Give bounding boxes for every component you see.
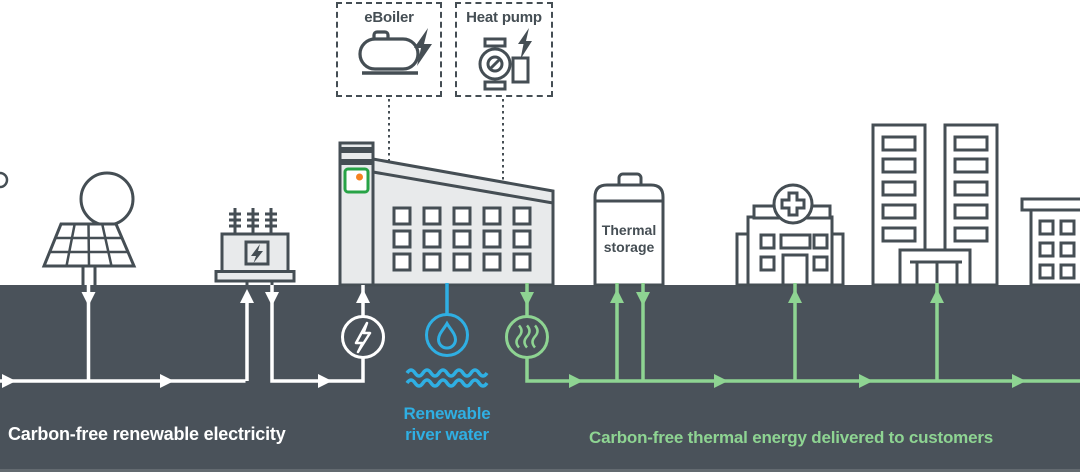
river-water-flow-label: Renewable river water: [384, 403, 510, 445]
plant-indicator-panel: [343, 167, 370, 194]
river-water-label-line1: Renewable: [403, 404, 491, 423]
plant-indicator-light: [356, 173, 363, 181]
heat-pump-callout: Heat pump: [455, 2, 553, 97]
callout-connector-lines: [388, 99, 504, 184]
river-water-lines: [405, 283, 489, 388]
water-drop-icon: [436, 320, 458, 350]
thermal-flow-lines: [505, 283, 1080, 388]
thermal-storage-tank: [593, 172, 665, 287]
heat-pump-bolt-glyph: [518, 28, 532, 59]
solar-panel-icon: [41, 171, 137, 285]
transformer-bolt-glyph: [251, 244, 263, 263]
electricity-flow-label: Carbon-free renewable electricity: [8, 424, 286, 444]
river-waves-icon: [405, 368, 489, 388]
lightning-bolt-icon: [354, 321, 372, 354]
eboiler-label: eBoiler: [364, 9, 414, 26]
thermal-flow-label: Carbon-free thermal energy delivered to …: [589, 428, 993, 447]
plant-windows: [392, 206, 532, 272]
offscreen-edge-icon: [0, 171, 9, 189]
underground-band: [0, 285, 1080, 472]
plant-building: [338, 141, 555, 287]
eboiler-callout: eBoiler: [336, 2, 442, 97]
river-water-label-line2: river water: [405, 425, 489, 444]
eboiler-bolt-glyph: [414, 28, 432, 66]
heat-pump-label: Heat pump: [466, 9, 542, 26]
electricity-flow-lines: [0, 285, 385, 388]
office-towers-building: [871, 123, 999, 287]
electricity-arrowheads: [2, 289, 370, 388]
ground-bottom-edge: [0, 469, 1080, 472]
thermal-arrowheads: [520, 289, 1026, 388]
apartment-building: [1020, 197, 1080, 287]
medical-cross-icon: [780, 191, 806, 217]
thermal-storage-label: Thermal storage: [601, 222, 657, 255]
transformer-icon: [214, 208, 296, 285]
heat-pump-icon: [478, 28, 532, 91]
heat-waves-icon: [515, 324, 539, 349]
eboiler-tank-icon: [358, 28, 432, 75]
tower-windows: [881, 135, 989, 243]
hospital-building: [735, 183, 845, 287]
